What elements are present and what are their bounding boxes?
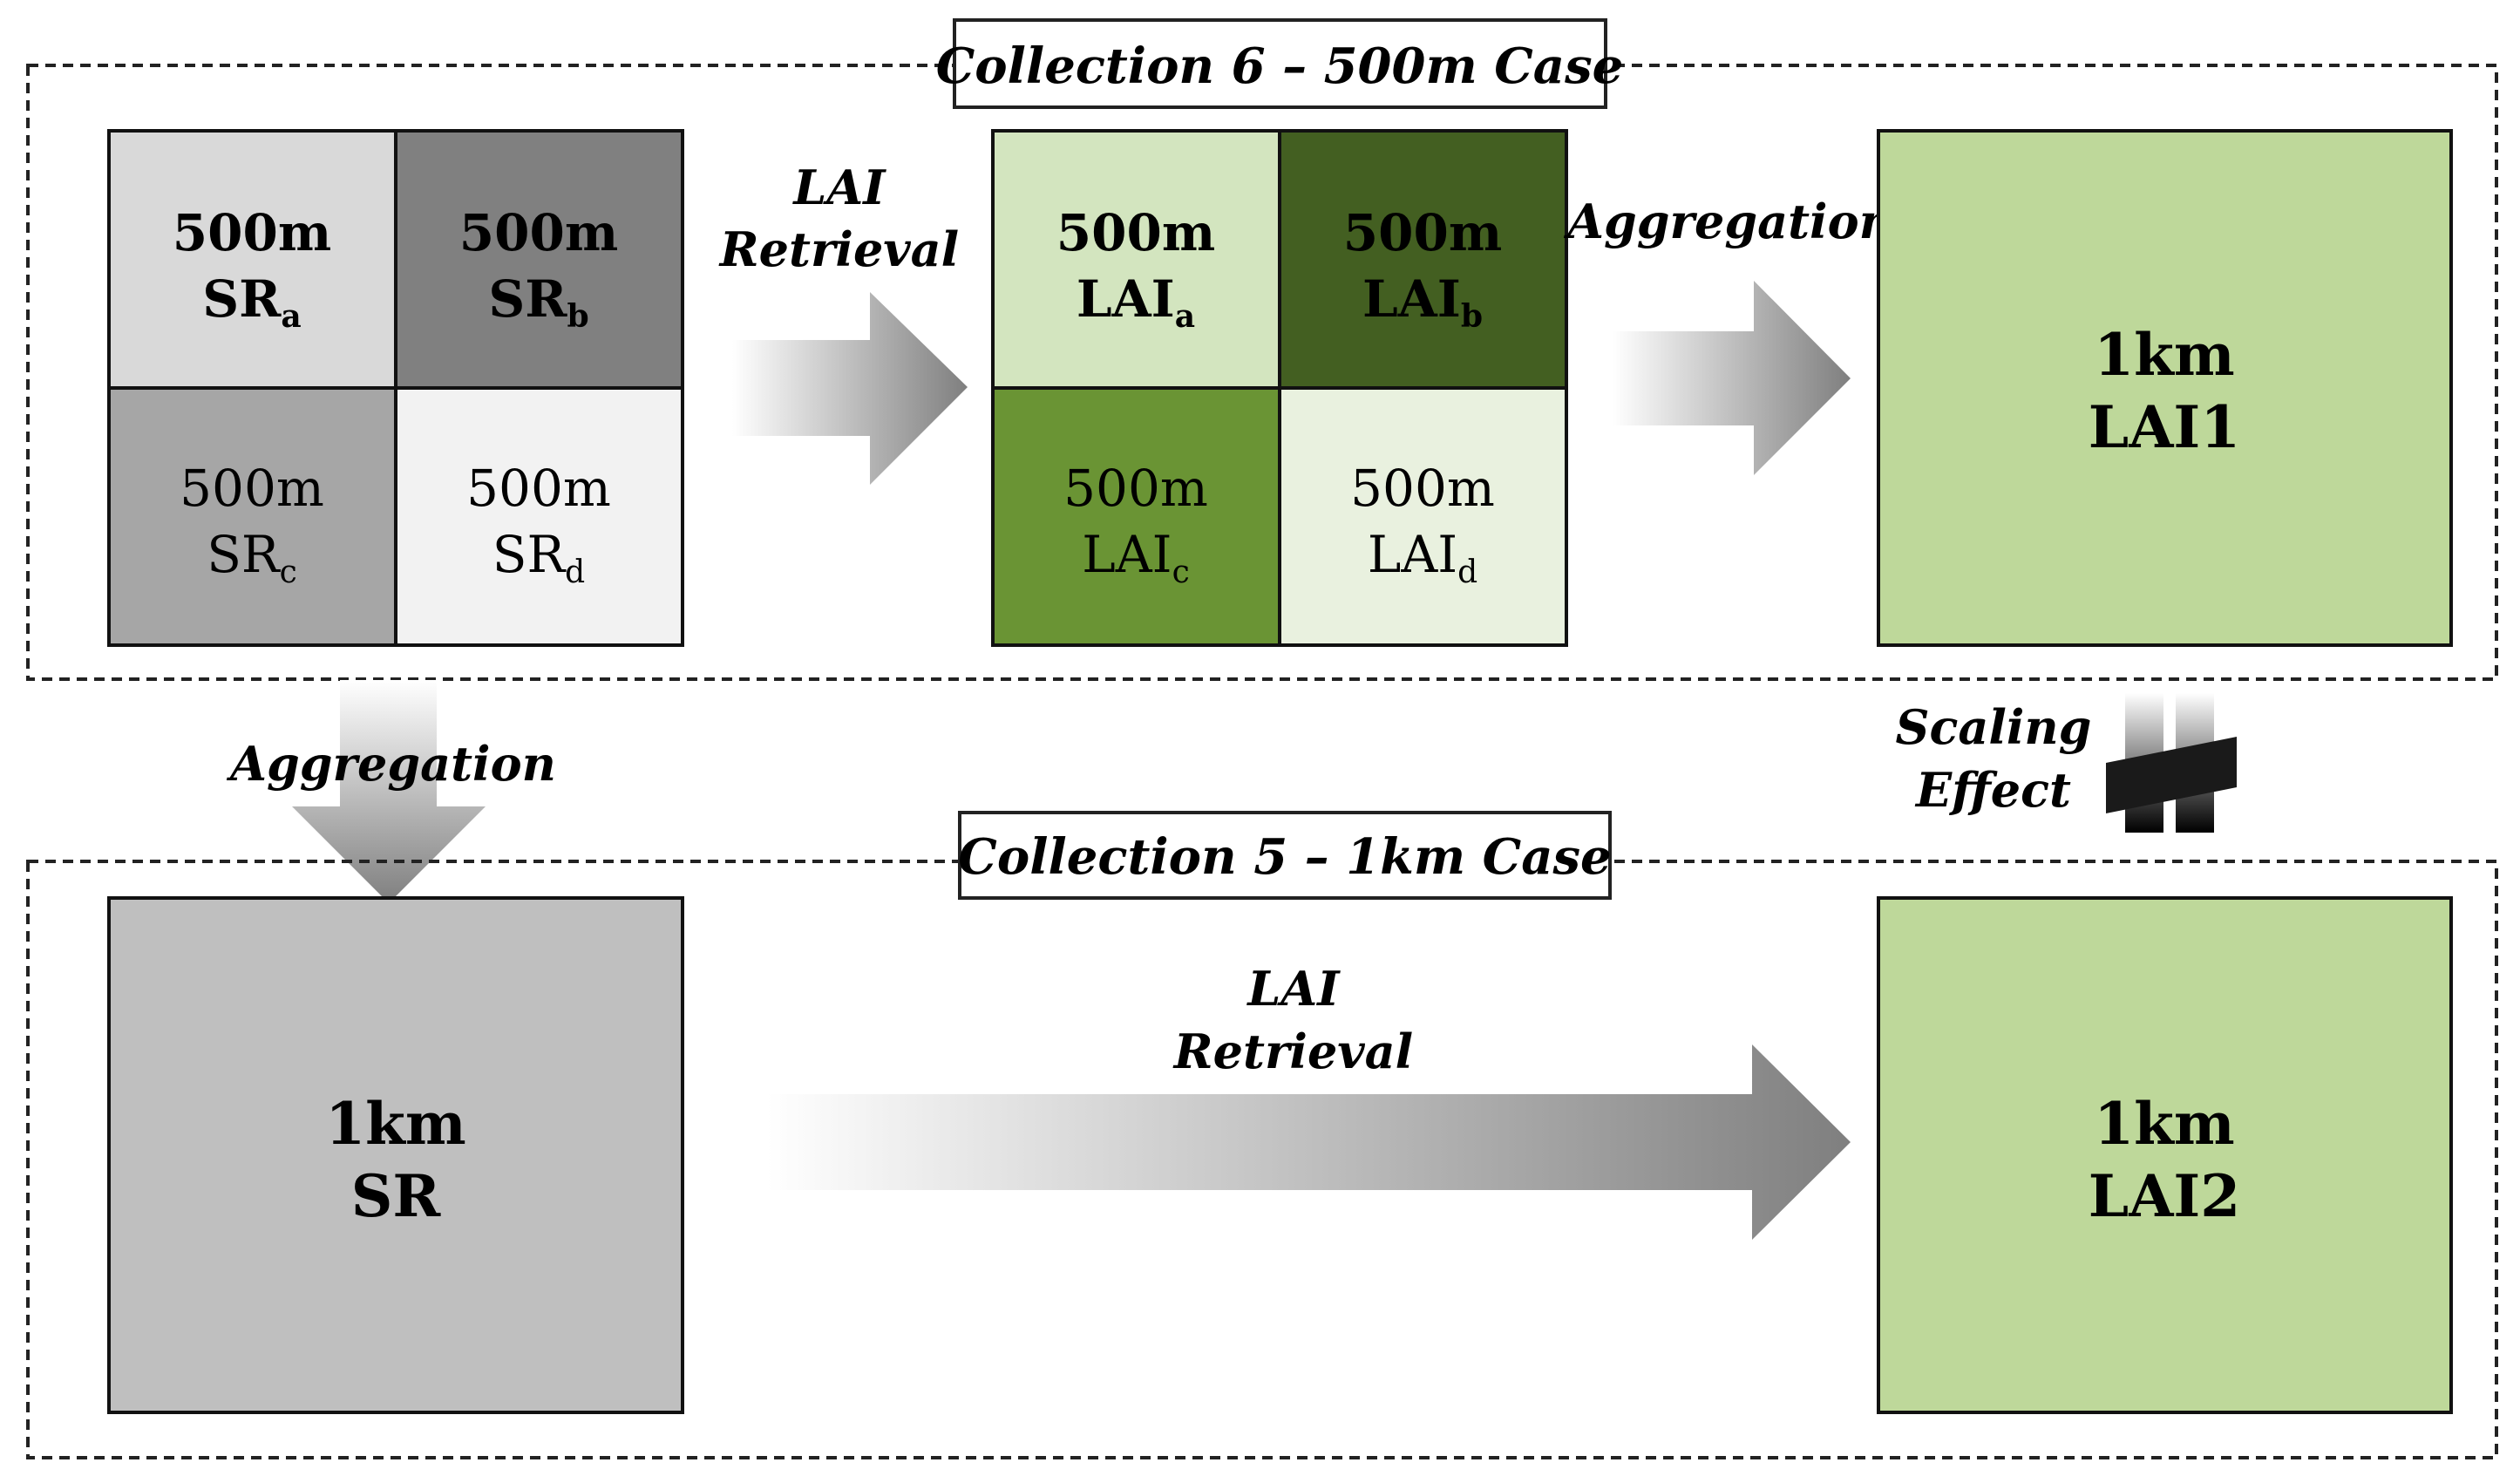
- scaling-label-line2: Effect: [1914, 762, 2071, 818]
- top-retrieval-label-line1: LAI: [791, 160, 886, 215]
- lai1-resolution: 1km: [2094, 321, 2235, 389]
- sr-cell-b-base: SR: [488, 269, 567, 329]
- lai-cell-b: 500m LAIb: [1280, 131, 1566, 388]
- sr-cell-d-resolution: 500m: [466, 459, 611, 518]
- lai-cell-c-variable: LAIc: [1082, 525, 1189, 590]
- sr-cell-b-resolution: 500m: [459, 203, 618, 262]
- sr-1km-resolution: 1km: [325, 1090, 466, 1158]
- lai-cell-a: 500m LAIa: [993, 131, 1280, 388]
- bottom-retrieval-label-line1: LAI: [1246, 961, 1341, 1017]
- sr-grid-lines: [107, 129, 684, 647]
- lai-cell-c-sub: c: [1172, 554, 1190, 590]
- sr-cell-a-sub: a: [281, 298, 301, 335]
- sr-cell-c-sub: c: [280, 554, 297, 590]
- scaling-label-line1: Scaling: [1896, 699, 2092, 755]
- sr-cell-d-variable: SRd: [492, 525, 585, 590]
- sr-cell-a-base: SR: [202, 269, 282, 329]
- sr-cell-c-base: SR: [207, 525, 282, 584]
- lai1-box: 1km LAI1: [1877, 129, 2453, 647]
- down-aggregation-arrow: [292, 680, 486, 903]
- sr-cell-c: 500m SRc: [109, 388, 396, 645]
- top-retrieval-arrow: [732, 292, 968, 485]
- lai-cell-b-fill: [1280, 131, 1566, 388]
- sr-cell-b-fill: [396, 131, 683, 388]
- lai-cell-a-variable: LAIa: [1077, 269, 1195, 335]
- top-section-title-box: [953, 18, 1607, 109]
- lai-cell-a-base: LAI: [1077, 269, 1175, 329]
- bottom-retrieval-arrow: [767, 1044, 1851, 1240]
- middle-aggregation-label: Aggregation: [226, 736, 556, 792]
- lai-cell-d-variable: LAId: [1368, 525, 1477, 590]
- lai-cell-b-resolution: 500m: [1343, 203, 1502, 262]
- sr-1km-variable: SR: [351, 1162, 442, 1230]
- bottom-section-frame: [26, 860, 2498, 1459]
- lai1-box-fill: [1877, 129, 2453, 647]
- bottom-section-title-box: [958, 811, 1612, 900]
- sr-cell-d: 500m SRd: [396, 388, 683, 645]
- lai-cell-a-fill: [993, 131, 1280, 388]
- lai-cell-a-sub: a: [1175, 298, 1195, 335]
- not-equal-icon: [2106, 693, 2237, 833]
- lai-cell-c-fill: [993, 388, 1280, 645]
- lai-cell-b-sub: b: [1461, 298, 1483, 335]
- sr-cell-c-resolution: 500m: [180, 459, 324, 518]
- lai2-variable: LAI2: [2089, 1162, 2240, 1230]
- lai2-box: 1km LAI2: [1877, 896, 2453, 1414]
- sr-cell-c-fill: [109, 388, 396, 645]
- lai-cell-d-sub: d: [1457, 554, 1477, 590]
- sr-1km-box-fill: [107, 896, 684, 1414]
- lai-cell-d-fill: [1280, 388, 1566, 645]
- lai-cell-c-base: LAI: [1082, 525, 1172, 584]
- bottom-retrieval-label-line2: Retrieval: [1172, 1024, 1413, 1079]
- lai-cell-c: 500m LAIc: [993, 388, 1280, 645]
- sr-1km-box: 1km SR: [107, 896, 684, 1414]
- sr-cell-a-fill: [109, 131, 396, 388]
- top-section-title: Collection 6 – 500m Case: [936, 37, 1624, 95]
- top-aggregation-arrow: [1613, 281, 1851, 475]
- sr-cell-b-sub: b: [567, 298, 588, 335]
- lai1-variable: LAI1: [2089, 393, 2240, 461]
- sr-cell-a-resolution: 500m: [173, 203, 331, 262]
- sr-cell-b: 500m SRb: [396, 131, 683, 388]
- sr-cell-c-variable: SRc: [207, 525, 297, 590]
- top-section-frame: [26, 64, 2498, 681]
- top-retrieval-label-line2: Retrieval: [718, 221, 959, 277]
- sr-cell-a: 500m SRa: [109, 131, 396, 388]
- lai-cell-d-base: LAI: [1368, 525, 1457, 584]
- bottom-section-title: Collection 5 – 1km Case: [958, 828, 1611, 886]
- not-equal-slash: [2106, 737, 2237, 813]
- lai2-resolution: 1km: [2094, 1090, 2235, 1158]
- lai-cell-d-resolution: 500m: [1350, 459, 1495, 518]
- lai2-box-fill: [1877, 896, 2453, 1414]
- sr-cell-d-base: SR: [492, 525, 567, 584]
- sr-grid: 500m SRa 500m SRb 500m SRc 500m SRd: [107, 129, 684, 647]
- sr-cell-a-variable: SRa: [202, 269, 301, 335]
- lai-cell-d: 500m LAId: [1280, 388, 1566, 645]
- sr-cell-d-fill: [396, 388, 683, 645]
- lai-grid-lines: [991, 129, 1568, 647]
- lai-cell-c-resolution: 500m: [1063, 459, 1208, 518]
- lai-grid: 500m LAIa 500m LAIb 500m LAIc 500m LAId: [991, 129, 1568, 647]
- top-aggregation-label: Aggregation: [1563, 194, 1893, 249]
- lai-cell-a-resolution: 500m: [1056, 203, 1215, 262]
- sr-cell-d-sub: d: [565, 554, 585, 590]
- lai-cell-b-base: LAI: [1362, 269, 1461, 329]
- sr-cell-b-variable: SRb: [488, 269, 588, 335]
- lai-cell-b-variable: LAIb: [1362, 269, 1483, 335]
